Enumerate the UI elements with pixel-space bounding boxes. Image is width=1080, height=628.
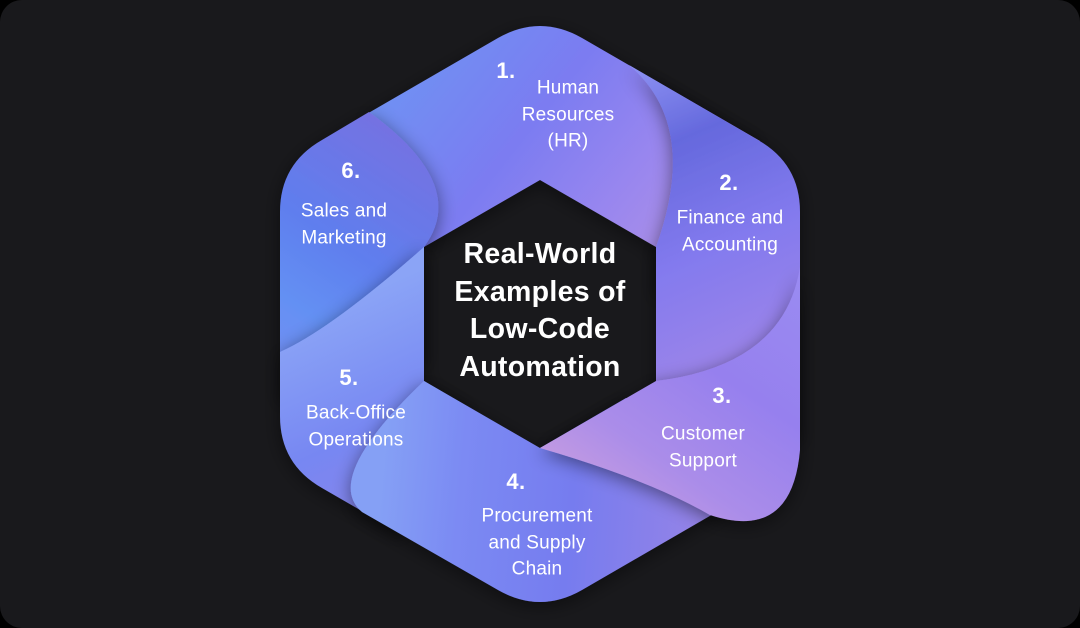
segment-3-shape [540, 267, 800, 522]
